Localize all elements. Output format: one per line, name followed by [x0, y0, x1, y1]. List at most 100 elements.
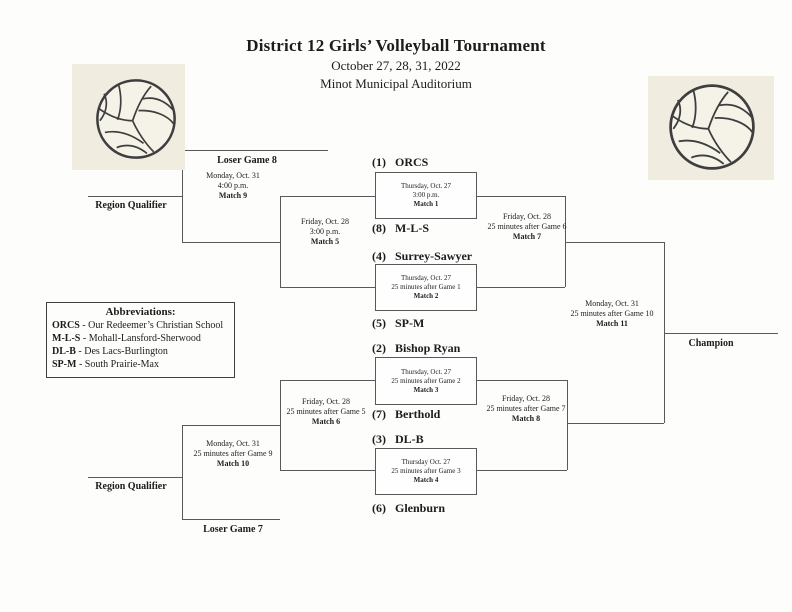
match-6-date: Friday, Oct. 28: [302, 397, 350, 406]
team-name: SP-M: [395, 316, 425, 330]
match-8-time: 25 minutes after Game 7: [486, 404, 566, 413]
abbr-key: M-L-S: [52, 333, 81, 344]
match-11-label: Match 11: [596, 319, 628, 328]
match-2-date: Thursday, Oct. 27: [400, 274, 452, 282]
team-name: Glenburn: [395, 501, 446, 515]
abbr-separator: -: [75, 346, 85, 357]
abbreviation-mls: M-L-S - Mohall-Lansford-Sherwood: [52, 332, 229, 345]
match-11-time: 25 minutes after Game 10: [570, 309, 654, 318]
match-3-date: Thursday, Oct. 27: [400, 367, 452, 376]
abbreviations-title: Abbreviations:: [105, 306, 176, 318]
match9-to-match5-line: [182, 242, 280, 243]
match-11-date: Monday, Oct. 31: [585, 299, 639, 308]
match-2-label: Match 2: [413, 292, 439, 300]
seed-2-bishop-ryan: (2) Bishop Ryan: [372, 341, 460, 356]
match11-bracket-vline: [664, 242, 665, 423]
abbr-key: SP-M: [52, 359, 77, 370]
match-1-date: Thursday, Oct. 27: [400, 182, 452, 190]
match-9-time: 4:00 p.m.: [217, 181, 249, 190]
champion-line: [664, 333, 778, 334]
match-8-date: Friday, Oct. 28: [502, 394, 550, 403]
team-name: DL-B: [395, 432, 424, 446]
match-4-box: Thursday Oct. 27 25 minutes after Game 3…: [375, 448, 477, 495]
region-qualifier-top-line: [88, 196, 182, 197]
team-name: Bishop Ryan: [395, 341, 461, 355]
abbr-key: DL-B: [52, 346, 76, 357]
match5-bracket-vline: [280, 196, 281, 287]
loser-game-8-line: [182, 150, 328, 151]
abbr-key: ORCS: [52, 320, 80, 331]
match-9-date: Monday, Oct. 31: [206, 171, 260, 180]
seed-3-dlb: (3) DL-B: [372, 432, 424, 447]
tournament-venue: Minot Municipal Auditorium: [320, 76, 472, 91]
team-name: Berthold: [395, 407, 441, 421]
match-9-schedule: Monday, Oct. 31 4:00 p.m. Match 9: [168, 171, 298, 201]
match-2-box: Thursday, Oct. 27 25 minutes after Game …: [375, 264, 477, 311]
match-7-time: 25 minutes after Game 6: [487, 222, 567, 231]
match-6-schedule: Friday, Oct. 28 25 minutes after Game 5 …: [261, 397, 391, 427]
match-5-date: Friday, Oct. 28: [301, 217, 349, 226]
seed-number: (5): [372, 316, 386, 330]
match-10-schedule: Monday, Oct. 31 25 minutes after Game 9 …: [168, 439, 298, 469]
seed-4-surrey-sawyer: (4) Surrey-Sawyer: [372, 249, 472, 264]
match-10-label: Match 10: [216, 459, 250, 468]
match6-to-match10-line: [182, 425, 280, 426]
tournament-title: District 12 Girls’ Volleyball Tournament: [246, 36, 546, 55]
seed-6-glenburn: (6) Glenburn: [372, 501, 445, 516]
seed-number: (4): [372, 249, 386, 263]
match-7-label: Match 7: [512, 232, 542, 241]
match-4-label: Match 4: [413, 476, 439, 484]
match-1-time: 3:00 p.m.: [412, 191, 440, 199]
abbreviation-orcs: ORCS - Our Redeemer’s Christian School: [52, 319, 229, 332]
match-7-date: Friday, Oct. 28: [503, 212, 551, 221]
abbr-value: Our Redeemer’s Christian School: [88, 320, 224, 331]
match-10-date: Monday, Oct. 31: [206, 439, 260, 448]
match-3-label: Match 3: [413, 385, 439, 394]
match-1-box: Thursday, Oct. 27 3:00 p.m. Match 1: [375, 172, 477, 219]
match-3-time: 25 minutes after Game 2: [391, 376, 461, 385]
abbr-value: South Prairie-Max: [84, 359, 159, 370]
volleyball-icon: [667, 82, 757, 172]
match-2-time: 25 minutes after Game 1: [391, 283, 461, 291]
seed-number: (7): [372, 407, 386, 421]
loser-game-8-label: Loser Game 8: [217, 155, 277, 166]
match-6-time: 25 minutes after Game 5: [286, 407, 366, 416]
team-name: ORCS: [395, 155, 429, 169]
abbr-separator: -: [80, 333, 89, 344]
seed-number: (1): [372, 155, 386, 169]
match-7-schedule: Friday, Oct. 28 25 minutes after Game 6 …: [462, 212, 592, 242]
match10-bracket-vline: [182, 425, 183, 519]
seed-number: (8): [372, 221, 386, 235]
region-qualifier-bottom-line: [88, 477, 182, 478]
region-qualifier-top-label: Region Qualifier: [95, 200, 167, 211]
seed-8-mls: (8) M-L-S: [372, 221, 429, 236]
region-qualifier-bottom-label: Region Qualifier: [95, 481, 167, 492]
match6-bracket-vline: [280, 380, 281, 470]
match-5-schedule: Friday, Oct. 28 3:00 p.m. Match 5: [260, 217, 390, 247]
match-8-label: Match 8: [511, 414, 541, 423]
seed-number: (6): [372, 501, 386, 515]
champion-label: Champion: [688, 338, 734, 349]
abbr-value: Mohall-Lansford-Sherwood: [88, 333, 201, 344]
team-name: M-L-S: [395, 221, 429, 235]
match-9-label: Match 9: [218, 191, 248, 200]
match-11-schedule: Monday, Oct. 31 25 minutes after Game 10…: [547, 299, 677, 329]
match8-output-line: [567, 423, 664, 424]
seed-7-berthold: (7) Berthold: [372, 407, 440, 422]
page-header: District 12 Girls’ Volleyball Tournament…: [0, 36, 792, 92]
team-name: Surrey-Sawyer: [395, 249, 473, 263]
seed-5-spm: (5) SP-M: [372, 316, 424, 331]
match-4-date: Thursday Oct. 27: [401, 458, 451, 466]
abbr-value: Des Lacs-Burlington: [84, 346, 168, 357]
seed-1-orcs: (1) ORCS: [372, 155, 428, 170]
match-5-label: Match 5: [310, 237, 340, 246]
match7-bracket-vline: [565, 196, 566, 287]
seed-number: (2): [372, 341, 386, 355]
loser-game-7-line: [182, 519, 280, 520]
abbreviation-dlb: DL-B - Des Lacs-Burlington: [52, 345, 229, 358]
match8-bracket-vline: [567, 380, 568, 470]
volleyball-icon: [94, 77, 178, 161]
loser-game-7-label: Loser Game 7: [203, 524, 263, 535]
match7-output-line: [565, 242, 664, 243]
seed-number: (3): [372, 432, 386, 446]
